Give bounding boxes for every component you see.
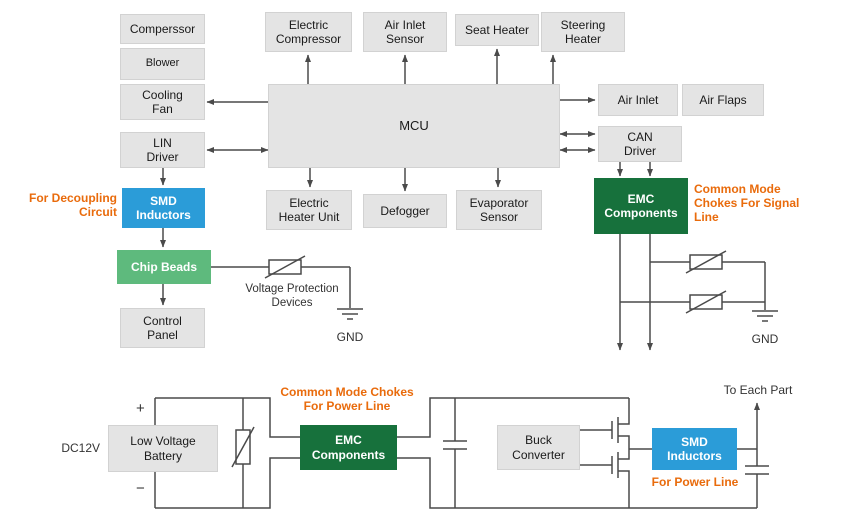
mcu-box: MCU (268, 84, 560, 168)
varistor-icon (685, 290, 727, 314)
chip-beads-box: Chip Beads (117, 250, 211, 284)
capacitor-icon (443, 440, 467, 450)
varistor-icon (231, 426, 255, 468)
dc12v-label: DC12V (61, 441, 100, 455)
for-decoupling-circuit-label: For Decoupling Circuit (29, 191, 117, 220)
emc-components-box-signal: EMC Components (594, 178, 688, 234)
gnd-label-right: GND (751, 332, 779, 346)
varistor-icon (264, 255, 306, 279)
wire-power-bottom-out (397, 457, 757, 509)
common-mode-chokes-signal-label: Common Mode Chokes For Signal Line (694, 182, 800, 225)
defogger-box: Defogger (363, 194, 447, 228)
buck-converter-box: Buck Converter (497, 425, 580, 470)
blower-box: Blower (120, 48, 205, 80)
evaporator-sensor-box: Evaporator Sensor (456, 190, 542, 230)
wire-power-top-in (155, 397, 300, 438)
seat-heater-box: Seat Heater (455, 14, 539, 46)
air-inlet-box: Air Inlet (598, 84, 678, 116)
mosfet-icon (611, 449, 630, 508)
smd-inductors-box-bottom: SMD Inductors (652, 428, 737, 470)
lin-driver-box: LIN Driver (120, 132, 205, 168)
steering-heater-box: Steering Heater (541, 12, 625, 52)
gnd-label-left: GND (336, 330, 364, 344)
low-voltage-battery-box: Low Voltage Battery (108, 425, 218, 472)
ground-icon (337, 308, 363, 320)
electric-heater-unit-box: Electric Heater Unit (266, 190, 352, 230)
battery-minus-sign: − (136, 480, 145, 497)
wires-top-diagram (160, 48, 766, 351)
control-panel-box: Control Panel (120, 308, 205, 348)
to-each-part-label: To Each Part (723, 383, 793, 397)
air-flaps-box: Air Flaps (682, 84, 764, 116)
electric-compressor-box: Electric Compressor (265, 12, 352, 52)
battery-plus-sign: + (136, 400, 145, 417)
capacitor-icon (745, 465, 769, 475)
voltage-protection-devices-label: Voltage Protection Devices (245, 283, 339, 309)
cooling-fan-box: Cooling Fan (120, 84, 205, 120)
air-inlet-sensor-box: Air Inlet Sensor (363, 12, 447, 52)
wires-bottom-diagram (154, 397, 760, 509)
smd-inductors-box-top: SMD Inductors (122, 188, 205, 228)
emc-components-box-power: EMC Components (300, 425, 397, 470)
can-driver-box: CAN Driver (598, 126, 682, 162)
for-power-line-label: For Power Line (651, 475, 739, 489)
common-mode-chokes-power-label: Common Mode Chokes For Power Line (280, 385, 414, 414)
wire-power-bottom-in (155, 457, 300, 509)
ground-icon (752, 310, 778, 322)
varistor-icon (685, 250, 727, 274)
mosfet-icon (611, 398, 630, 449)
wire-power-top-out (397, 397, 629, 438)
compressor-box: Comperssor (120, 14, 205, 44)
